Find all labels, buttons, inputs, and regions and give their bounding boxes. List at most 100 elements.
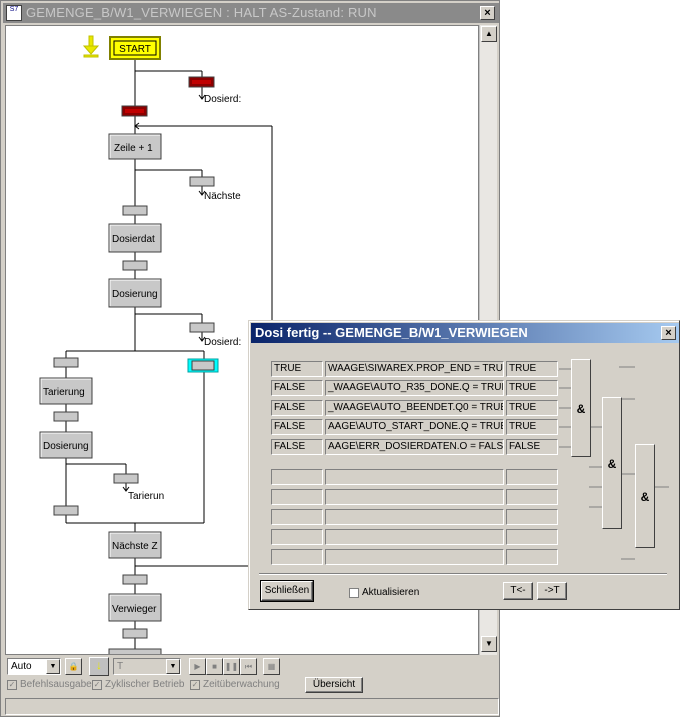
window-titlebar[interactable]: S7 GEMENGE_B/W1_VERWIEGEN : HALT AS-Zust… bbox=[3, 3, 499, 23]
transition bbox=[122, 205, 148, 216]
step-label: Dosierung bbox=[112, 289, 158, 300]
checkbox-box[interactable]: ✓ bbox=[7, 679, 17, 690]
and-gate: & bbox=[602, 397, 622, 529]
status-bar bbox=[5, 698, 499, 715]
window-title: GEMENGE_B/W1_VERWIEGEN : HALT AS-Zustand… bbox=[26, 5, 377, 20]
empty-cell bbox=[325, 549, 504, 565]
condition-expression: _WAAGE\AUTO_R35_DONE.Q = TRUE bbox=[325, 380, 504, 396]
reset-icon[interactable]: ⏮ bbox=[240, 658, 257, 675]
step-label: Zeile + 1 bbox=[114, 143, 153, 154]
chevron-down-icon[interactable]: ▼ bbox=[166, 659, 180, 674]
separator bbox=[259, 573, 667, 575]
step bbox=[108, 648, 162, 654]
close-icon[interactable]: × bbox=[661, 326, 676, 340]
scroll-down-icon[interactable]: ▼ bbox=[481, 636, 497, 652]
empty-cell bbox=[325, 529, 504, 545]
condition-result: TRUE bbox=[506, 400, 558, 416]
checkbox-label: Zyklischer Betrieb bbox=[105, 679, 185, 690]
play-icon[interactable]: ▶ bbox=[189, 658, 206, 675]
condition-value: FALSE bbox=[271, 419, 323, 435]
dialog-titlebar[interactable]: Dosi fertig -- GEMENGE_B/W1_VERWIEGEN × bbox=[251, 323, 679, 343]
checkbox-box[interactable]: ✓ bbox=[92, 679, 102, 690]
transition bbox=[53, 505, 79, 516]
empty-cell bbox=[506, 469, 558, 485]
app-icon: S7 bbox=[6, 5, 22, 21]
step bbox=[39, 377, 93, 405]
and-gate: & bbox=[571, 359, 591, 457]
condition-result: FALSE bbox=[506, 439, 558, 455]
step bbox=[108, 133, 162, 160]
transition-dialog: Dosi fertig -- GEMENGE_B/W1_VERWIEGEN × … bbox=[248, 320, 680, 610]
empty-cell bbox=[271, 549, 323, 565]
transition bbox=[113, 473, 139, 484]
lock-icon[interactable]: 🔒 bbox=[65, 658, 82, 675]
dialog-title: Dosi fertig -- GEMENGE_B/W1_VERWIEGEN bbox=[255, 325, 528, 340]
step bbox=[108, 223, 162, 253]
refresh-checkbox[interactable]: Aktualisieren bbox=[349, 587, 419, 598]
prev-transition-button[interactable]: T<- bbox=[503, 582, 533, 600]
mode-select[interactable]: Auto ▼ bbox=[7, 658, 61, 675]
step-select[interactable]: T ▼ bbox=[113, 658, 181, 675]
empty-cell bbox=[325, 509, 504, 525]
step-select-value: T bbox=[117, 661, 124, 672]
branch-label: Dosierd: bbox=[204, 94, 241, 105]
mode-select-value: Auto bbox=[11, 661, 32, 672]
close-icon[interactable]: × bbox=[480, 6, 495, 20]
transition bbox=[189, 176, 215, 187]
empty-cell bbox=[506, 489, 558, 505]
checkbox-command-output[interactable]: ✓ Befehlsausgabe bbox=[7, 679, 92, 690]
transition bbox=[122, 628, 148, 639]
condition-value: TRUE bbox=[271, 361, 323, 377]
stop-icon[interactable]: ■ bbox=[206, 658, 223, 675]
and-gate: & bbox=[635, 444, 655, 548]
empty-cell bbox=[271, 509, 323, 525]
branch-label: Dosierd: bbox=[204, 337, 241, 348]
transition bbox=[53, 357, 79, 368]
checkbox-cyclic-mode[interactable]: ✓ Zyklischer Betrieb bbox=[92, 679, 184, 690]
pause-icon[interactable]: ❚❚ bbox=[223, 658, 240, 675]
condition-result: TRUE bbox=[506, 380, 558, 396]
empty-cell bbox=[325, 469, 504, 485]
condition-result: TRUE bbox=[506, 361, 558, 377]
checkbox-box[interactable]: ✓ bbox=[190, 679, 200, 690]
condition-result: TRUE bbox=[506, 419, 558, 435]
scroll-up-icon[interactable]: ▲ bbox=[481, 26, 497, 42]
checkbox-label: Aktualisieren bbox=[362, 587, 420, 598]
condition-value: FALSE bbox=[271, 439, 323, 455]
empty-cell bbox=[506, 529, 558, 545]
checkbox-box[interactable] bbox=[349, 587, 359, 598]
and-logic-diagram bbox=[559, 366, 669, 560]
grid-icon[interactable]: ▦ bbox=[263, 658, 280, 675]
transition bbox=[122, 574, 148, 585]
transition bbox=[189, 322, 215, 333]
empty-cell bbox=[325, 489, 504, 505]
branch-label: Tarierun bbox=[128, 491, 164, 502]
step bbox=[108, 278, 162, 308]
checkbox-label: Befehlsausgabe bbox=[20, 679, 92, 690]
condition-value: FALSE bbox=[271, 380, 323, 396]
step-label: Nächste Z bbox=[112, 541, 158, 552]
checkbox-label: Zeitüberwachung bbox=[203, 679, 280, 690]
step-label: Dosierung bbox=[43, 441, 89, 452]
condition-expression: WAAGE\SIWAREX.PROP_END = TRUE bbox=[325, 361, 504, 377]
transition bbox=[122, 260, 148, 271]
overview-button[interactable]: Übersicht bbox=[305, 677, 363, 693]
start-step-label: START bbox=[119, 44, 151, 55]
close-button[interactable]: Schließen bbox=[260, 580, 314, 602]
sfc-chart-svg: START Dosierd: Nächste Dosierd: Tarierun bbox=[39, 35, 273, 654]
condition-expression: AAGE\AUTO_START_DONE.Q = TRUE bbox=[325, 419, 504, 435]
chevron-down-icon[interactable]: ▼ bbox=[46, 659, 60, 674]
step bbox=[39, 431, 93, 459]
start-arrow-icon bbox=[82, 35, 100, 58]
transition bbox=[53, 411, 79, 422]
step bbox=[108, 531, 162, 559]
empty-cell bbox=[271, 489, 323, 505]
condition-expression: _WAAGE\AUTO_BEENDET.Q0 = TRUE bbox=[325, 400, 504, 416]
checkbox-time-monitoring[interactable]: ✓ Zeitüberwachung bbox=[190, 679, 280, 690]
empty-cell bbox=[506, 549, 558, 565]
branch-label: Nächste bbox=[204, 191, 241, 202]
next-transition-button[interactable]: ->T bbox=[537, 582, 567, 600]
step-label: Tarierung bbox=[43, 387, 85, 398]
step-label: Verwieger bbox=[112, 604, 157, 615]
start-arrow-icon[interactable]: ↓ bbox=[89, 657, 109, 676]
